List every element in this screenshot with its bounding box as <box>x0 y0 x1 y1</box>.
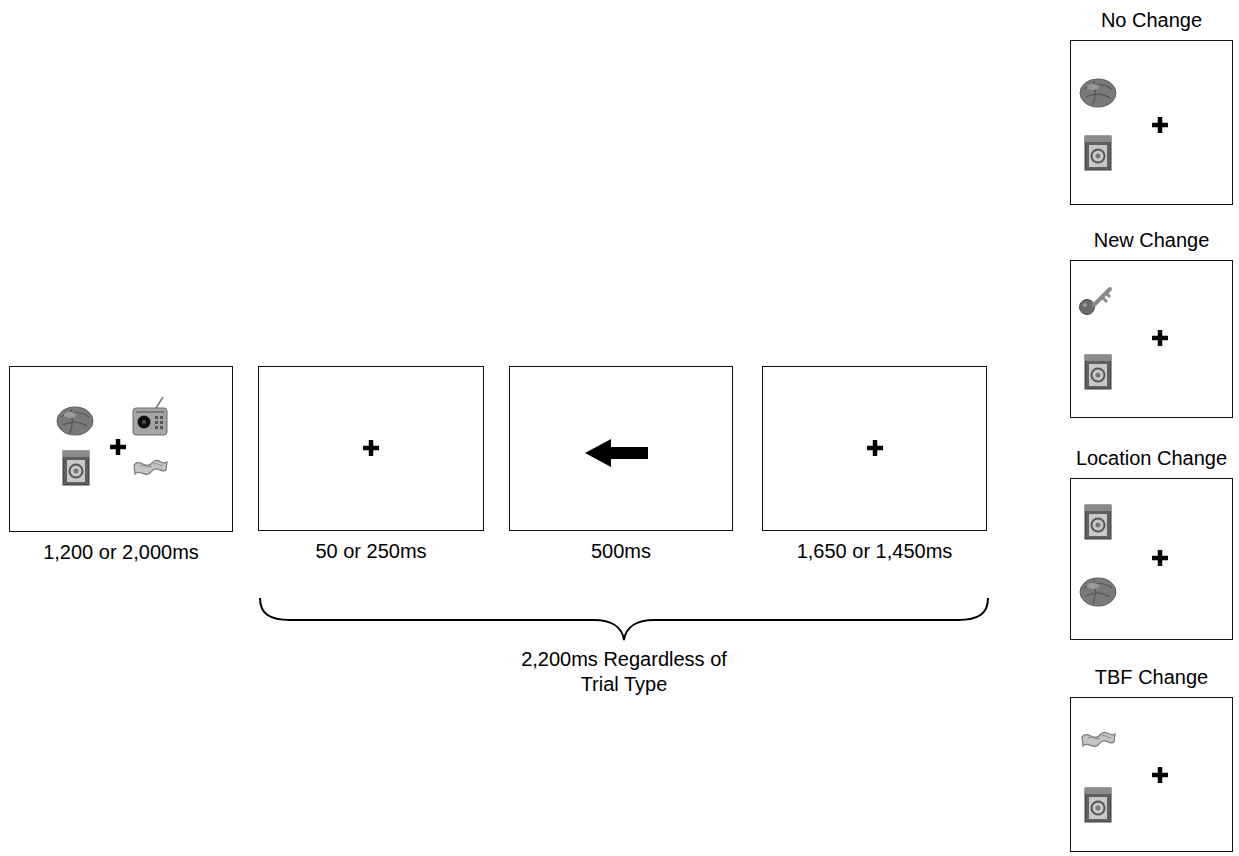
key-icon <box>1080 289 1111 315</box>
fixation-cross <box>110 439 126 455</box>
candy-icon <box>1082 732 1115 746</box>
screen-frame <box>9 366 233 532</box>
fixation-cross <box>1152 330 1168 346</box>
fixation-cross <box>867 440 883 456</box>
screen-label: No Change <box>1101 8 1202 32</box>
screen-box: New Change <box>1070 228 1233 418</box>
beanbag-icon <box>1080 79 1116 107</box>
screen-box: 50 or 250ms <box>258 366 484 563</box>
screen-label: 500ms <box>591 539 651 563</box>
beanbag-icon <box>57 407 93 435</box>
bracket-label: 2,200ms Regardless of Trial Type <box>504 647 744 697</box>
screen-label: Location Change <box>1076 446 1227 470</box>
screen-frame <box>1070 478 1233 640</box>
screen-frame <box>1070 260 1233 418</box>
fixation-cross <box>363 440 379 456</box>
screen-label: New Change <box>1094 228 1210 252</box>
washer-icon <box>1085 136 1111 170</box>
screen-frame <box>509 366 733 531</box>
fixation-cross <box>1152 117 1168 133</box>
screen-box: Location Change <box>1070 446 1233 640</box>
curly-bracket <box>260 598 988 640</box>
washer-icon <box>1085 355 1111 389</box>
washer-icon <box>1085 788 1111 822</box>
screen-frame <box>258 366 484 531</box>
cue-arrow <box>585 439 648 467</box>
screen-frame <box>762 366 987 531</box>
screen-box: 1,650 or 1,450ms <box>762 366 987 563</box>
screen-box: 1,200 or 2,000ms <box>9 366 233 564</box>
beanbag-icon <box>1080 578 1116 606</box>
candy-icon <box>134 460 167 474</box>
fixation-cross <box>1152 767 1168 783</box>
screen-label: 1,200 or 2,000ms <box>43 540 199 564</box>
screen-box: No Change <box>1070 8 1233 205</box>
fixation-cross <box>1152 550 1168 566</box>
washer-icon <box>63 451 89 485</box>
radio-icon <box>133 397 167 435</box>
screen-label: 1,650 or 1,450ms <box>797 539 953 563</box>
washer-icon <box>1085 505 1111 539</box>
screen-frame <box>1070 40 1233 205</box>
screen-frame <box>1070 697 1233 852</box>
screen-label: 50 or 250ms <box>315 539 426 563</box>
screen-label: TBF Change <box>1095 665 1208 689</box>
screen-box: 500ms <box>509 366 733 563</box>
screen-box: TBF Change <box>1070 665 1233 852</box>
